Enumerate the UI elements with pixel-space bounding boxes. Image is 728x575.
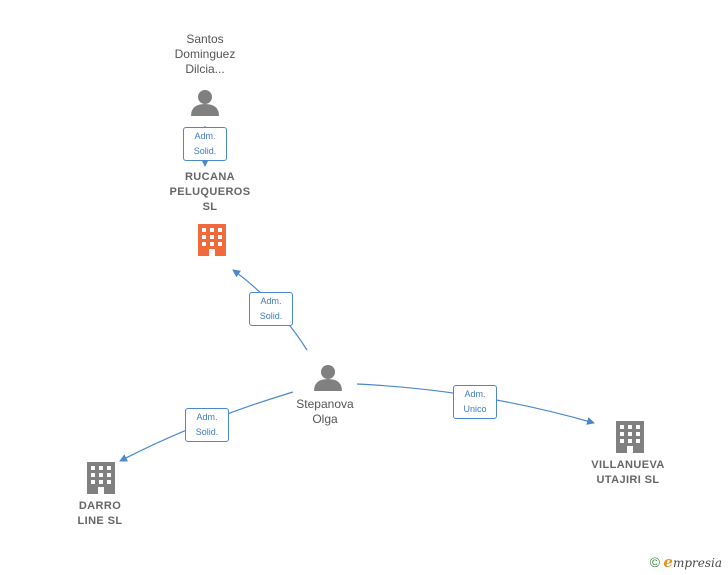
relation-badge-stepanova-darro[interactable]: Adm. Solid. bbox=[185, 408, 229, 442]
building-icon[interactable] bbox=[616, 421, 644, 453]
label-line: Santos bbox=[186, 32, 224, 46]
empresia-logo: empresia bbox=[663, 553, 722, 571]
node-label-stepanova[interactable]: Stepanova Olga bbox=[275, 397, 375, 427]
label-line: Dilcia... bbox=[185, 62, 225, 76]
relation-label: Solid. bbox=[259, 311, 283, 321]
relation-label: Solid. bbox=[195, 427, 219, 437]
relation-badge-stepanova-villanueva[interactable]: Adm. Unico bbox=[453, 385, 497, 419]
label-line: RUCANA bbox=[184, 171, 236, 183]
building-icon[interactable] bbox=[198, 224, 226, 256]
label-line: VILLANUEVA bbox=[591, 459, 665, 471]
relation-badge-santos-rucana[interactable]: Adm. Solid. bbox=[183, 127, 227, 161]
person-icon[interactable] bbox=[191, 90, 219, 116]
copyright-watermark: © empresia bbox=[650, 553, 722, 571]
building-icon[interactable] bbox=[87, 462, 115, 494]
logo-letter: e bbox=[663, 553, 673, 571]
label-line: Olga bbox=[312, 412, 338, 426]
node-label-rucana[interactable]: RUCANA PELUQUEROS SL bbox=[150, 170, 270, 215]
relation-label: Solid. bbox=[193, 146, 217, 156]
copyright-symbol: © bbox=[649, 554, 661, 570]
label-line: PELUQUEROS bbox=[169, 186, 251, 198]
label-line: SL bbox=[202, 201, 218, 213]
relation-badge-stepanova-rucana[interactable]: Adm. Solid. bbox=[249, 292, 293, 326]
person-icon[interactable] bbox=[314, 365, 342, 391]
node-label-villanueva[interactable]: VILLANUEVA UTAJIRI SL bbox=[580, 458, 676, 488]
node-label-darro[interactable]: DARRO LINE SL bbox=[58, 499, 142, 529]
relation-label: Adm. bbox=[196, 412, 218, 422]
label-line: UTAJIRI SL bbox=[596, 474, 660, 486]
logo-text: mpresia bbox=[672, 556, 722, 570]
label-line: DARRO bbox=[78, 500, 122, 512]
relation-label: Adm. bbox=[260, 296, 282, 306]
label-line: Stepanova bbox=[296, 397, 354, 411]
label-line: Dominguez bbox=[174, 47, 236, 61]
label-line: LINE SL bbox=[77, 515, 123, 527]
relation-label: Adm. bbox=[464, 389, 486, 399]
relation-label: Adm. bbox=[194, 131, 216, 141]
node-label-santos[interactable]: Santos Dominguez Dilcia... bbox=[150, 32, 260, 77]
relation-label: Unico bbox=[463, 404, 487, 414]
